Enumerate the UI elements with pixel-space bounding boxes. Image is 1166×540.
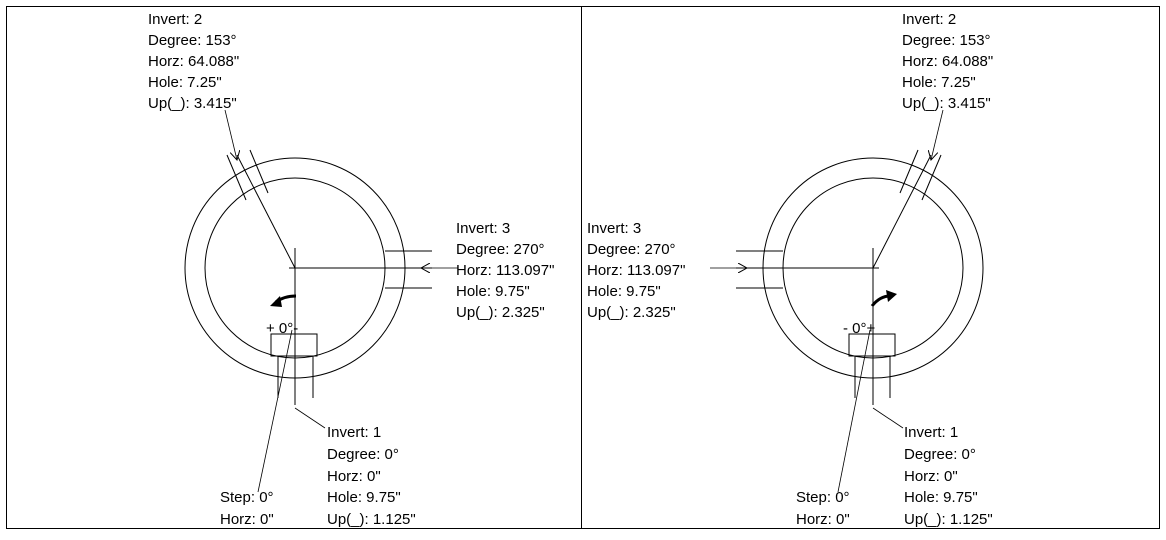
label-invert-3: Invert: 3 Degree: 270° Horz: 113.097" Ho… [456,220,554,321]
invert-2-title: Invert: 2 [902,11,956,28]
invert-1-up: Up(_): 1.125" [327,511,416,528]
pipe-invert-1 [257,268,326,493]
invert-1-hole: Hole: 9.75" [327,489,401,506]
pipe-invert-3 [710,250,873,289]
invert-3-hole: Hole: 9.75" [456,283,530,300]
label-invert-3: Invert: 3 Degree: 270° Horz: 113.097" Ho… [587,220,685,321]
invert-2-degree: Degree: 153° [902,32,991,49]
invert-2-up: Up(_): 3.415" [148,95,237,112]
leader-invert-1 [872,407,904,429]
label-invert-1: Invert: 1 Degree: 0° Horz: 0" Hole: 9.75… [327,424,416,528]
invert-3-horz: Horz: 113.097" [456,262,554,279]
label-step: Step: 0° Horz: 0" [220,489,274,528]
invert-3-degree: Degree: 270° [587,241,676,258]
leader-invert-1 [294,407,326,429]
step-degree: Step: 0° [220,489,274,506]
invert-2-up: Up(_): 3.415" [902,95,991,112]
pipe-invert-2 [224,109,296,269]
invert-1-horz: Horz: 0" [327,468,381,485]
invert-1-box [270,333,318,357]
rotation-arrow-icon [870,290,897,307]
pipe-invert-2 [872,109,944,269]
panel-right: Invert: 2 Degree: 153° Horz: 64.088" Hol… [587,11,993,528]
invert-1-title: Invert: 1 [904,424,958,441]
invert-2-hole: Hole: 7.25" [902,74,976,91]
invert-3-horz: Horz: 113.097" [587,262,685,279]
invert-1-hole: Hole: 9.75" [904,489,978,506]
label-invert-2: Invert: 2 Degree: 153° Horz: 64.088" Hol… [902,11,993,112]
label-step: Step: 0° Horz: 0" [796,489,850,528]
invert-2-title: Invert: 2 [148,11,202,28]
invert-2-hole: Hole: 7.25" [148,74,222,91]
invert-3-up: Up(_): 2.325" [456,304,545,321]
invert-1-horz: Horz: 0" [904,468,958,485]
panel-frame [6,6,1160,529]
invert-2-horz: Horz: 64.088" [902,53,993,70]
invert-1-degree: Degree: 0° [904,446,976,463]
invert-3-hole: Hole: 9.75" [587,283,661,300]
leader-arrow-invert-2 [931,109,944,160]
invert-1-box [848,333,896,357]
label-invert-2: Invert: 2 Degree: 153° Horz: 64.088" Hol… [148,11,239,112]
leader-arrow-invert-2 [224,109,237,160]
invert-1-up: Up(_): 1.125" [904,511,993,528]
leader-step [257,329,293,493]
step-horz: Horz: 0" [220,511,274,528]
step-degree: Step: 0° [796,489,850,506]
invert-3-degree: Degree: 270° [456,241,545,258]
invert-2-horz: Horz: 64.088" [148,53,239,70]
invert-2-degree: Degree: 153° [148,32,237,49]
leader-step [837,329,871,493]
panel-left: Invert: 2 Degree: 153° Horz: 64.088" Hol… [148,11,554,528]
invert-1-title: Invert: 1 [327,424,381,441]
step-horz: Horz: 0" [796,511,850,528]
label-invert-1: Invert: 1 Degree: 0° Horz: 0" Hole: 9.75… [904,424,993,528]
invert-3-title: Invert: 3 [456,220,510,237]
zero-marker: - 0°+ [843,320,876,337]
invert-3-up: Up(_): 2.325" [587,304,676,321]
zero-marker: + 0°- [266,320,298,337]
invert-1-degree: Degree: 0° [327,446,399,463]
pipe-invert-1 [837,268,904,493]
pipe-invert-3 [295,250,458,289]
rotation-arrow-icon [270,294,297,307]
invert-3-title: Invert: 3 [587,220,641,237]
